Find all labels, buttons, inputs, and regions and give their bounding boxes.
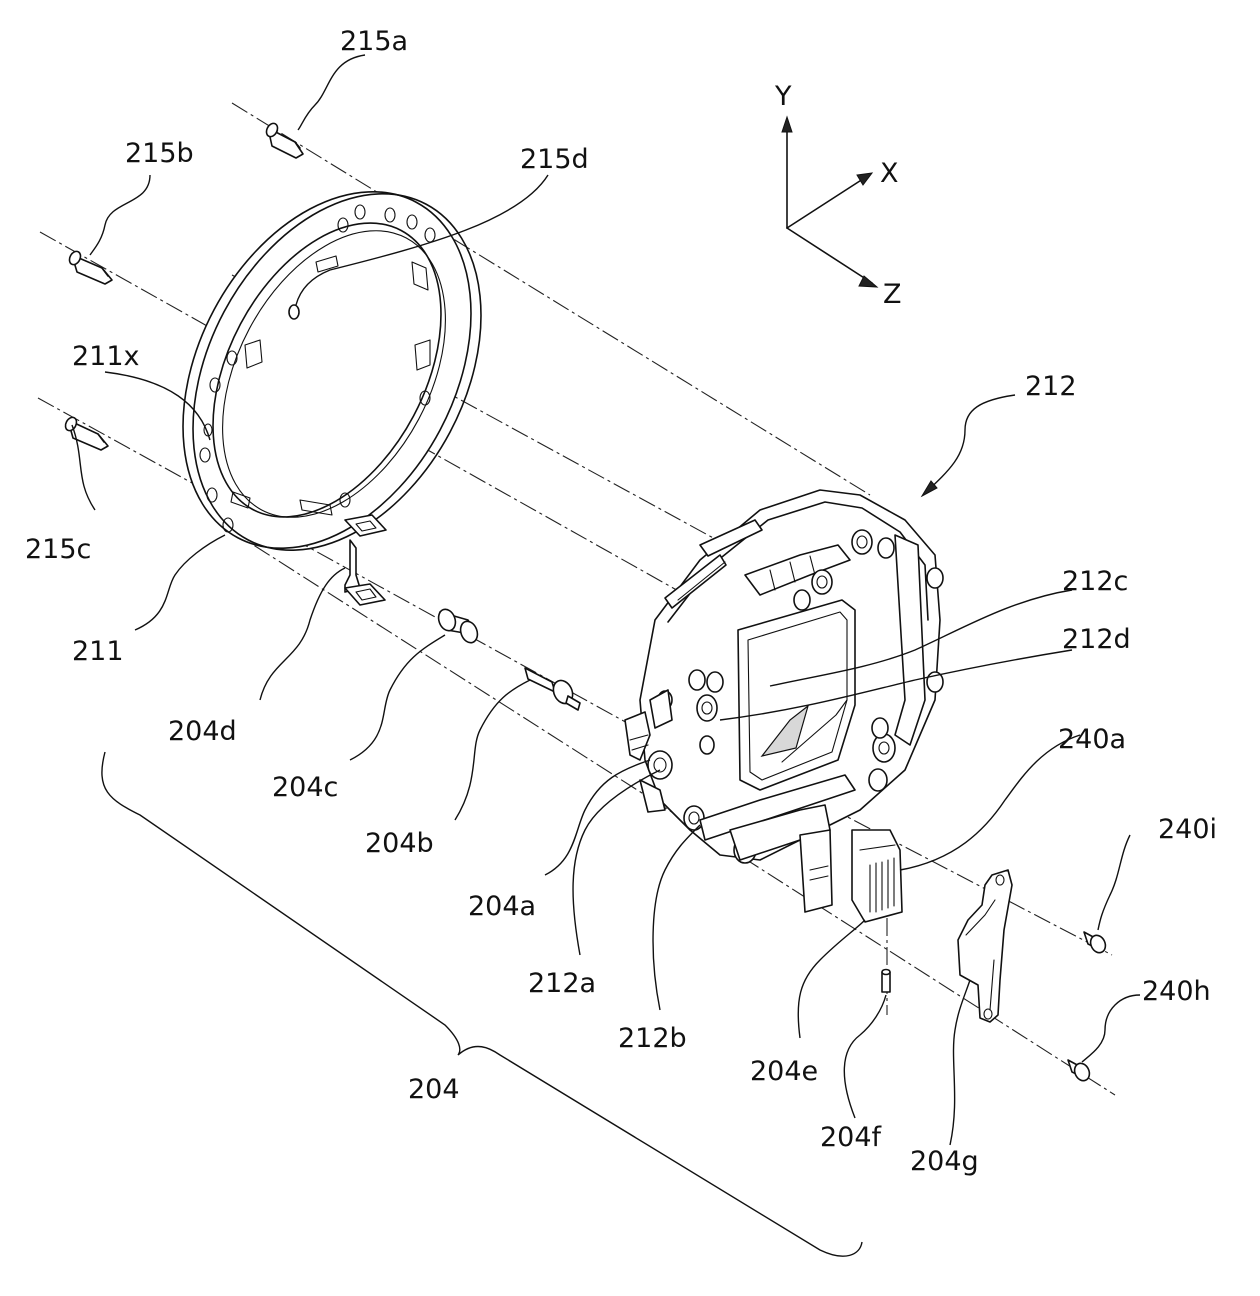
coordinate-axes: Y X Z xyxy=(774,81,902,310)
bushing-204c xyxy=(437,608,479,644)
pin-215a xyxy=(265,122,304,159)
label-215a: 215a xyxy=(340,26,408,57)
label-215c: 215c xyxy=(25,534,91,565)
label-212c: 212c xyxy=(1062,566,1128,597)
label-215d: 215d xyxy=(520,144,589,175)
reference-labels: 215a 215b 215d 211x 212 215c 212c 211 21… xyxy=(25,26,1217,1177)
label-204c: 204c xyxy=(272,772,338,803)
label-204: 204 xyxy=(408,1074,460,1105)
label-212a: 212a xyxy=(528,968,596,999)
label-204e: 204e xyxy=(750,1056,818,1087)
screw-240i xyxy=(1083,931,1107,954)
label-211: 211 xyxy=(72,636,124,667)
label-204d: 204d xyxy=(168,716,237,747)
screw-240h xyxy=(1067,1059,1091,1082)
label-240a: 240a xyxy=(1058,724,1126,755)
pin-215c xyxy=(64,416,109,451)
plate-204g xyxy=(957,869,1013,1023)
label-212d: 212d xyxy=(1062,624,1131,655)
label-215b: 215b xyxy=(125,138,194,169)
main-unit-212 xyxy=(624,489,944,923)
label-212: 212 xyxy=(1025,371,1077,402)
label-240h: 240h xyxy=(1142,976,1211,1007)
label-204b: 204b xyxy=(365,828,434,859)
label-211x: 211x xyxy=(72,341,140,372)
axis-y-label: Y xyxy=(774,81,792,112)
pin-215b xyxy=(68,250,113,285)
brace-204 xyxy=(101,751,863,1257)
ring-holes xyxy=(199,204,436,533)
shaft-204b xyxy=(524,667,581,711)
axis-z-label: Z xyxy=(883,279,902,310)
label-212b: 212b xyxy=(618,1023,687,1054)
leader-lines xyxy=(71,54,1141,1146)
label-204f: 204f xyxy=(820,1122,883,1153)
bracket-204d xyxy=(344,514,387,606)
pin-204f xyxy=(881,968,891,993)
label-240i: 240i xyxy=(1158,814,1217,845)
label-204g: 204g xyxy=(910,1146,979,1177)
mount-ring-211 xyxy=(182,191,482,551)
label-204a: 204a xyxy=(468,891,536,922)
axis-x-label: X xyxy=(880,158,899,189)
center-lines xyxy=(37,102,1116,1096)
